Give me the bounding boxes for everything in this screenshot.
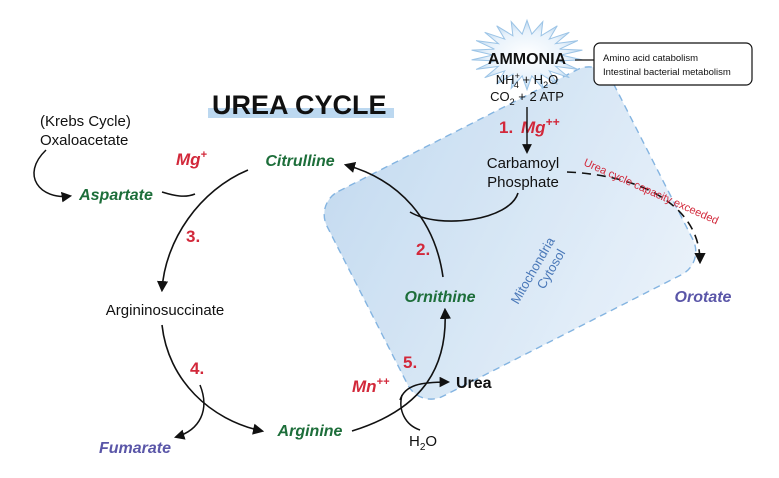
step-4-label: 4. bbox=[190, 359, 204, 378]
arginine-label: Arginine bbox=[277, 423, 343, 440]
step-3-label: 3. bbox=[186, 227, 200, 246]
argininosuccinate-label: Argininosuccinate bbox=[106, 302, 224, 319]
orotate-label: Orotate bbox=[675, 289, 732, 306]
source-note-box: Amino acid catabolism Intestinal bacteri… bbox=[593, 42, 753, 86]
step-1-label: 1. bbox=[499, 118, 513, 137]
source-note-line2: Intestinal bacterial metabolism bbox=[603, 67, 731, 78]
overflow-arrow bbox=[566, 171, 706, 265]
krebs-label-1: (Krebs Cycle) bbox=[40, 113, 131, 130]
ornithine-label: Ornithine bbox=[404, 289, 475, 306]
fumarate-label: Fumarate bbox=[99, 440, 171, 457]
cycle-arcs bbox=[156, 162, 519, 435]
aspartate-label: Aspartate bbox=[78, 187, 153, 204]
ammonia-label: AMMONIA bbox=[488, 51, 567, 68]
carbamoyl-label-1: Carbamoyl bbox=[487, 155, 560, 172]
water-input-line bbox=[400, 394, 421, 431]
step-5-label: 5. bbox=[403, 353, 417, 372]
ammonia-reactants-2: CO2 + 2 ATP bbox=[490, 89, 564, 107]
carbamoyl-label-2: Phosphate bbox=[487, 174, 559, 191]
step-2-label: 2. bbox=[416, 240, 430, 259]
fumarate-arrow bbox=[173, 384, 205, 440]
water-label: H2O bbox=[409, 433, 437, 453]
oxaloacetate-to-aspartate-arrow bbox=[33, 149, 73, 203]
mitochondria-compartment bbox=[323, 66, 697, 400]
title-underline bbox=[208, 108, 394, 118]
mg-plus-cofactor: Mg+ bbox=[176, 149, 208, 169]
mn-cofactor: Mn++ bbox=[352, 376, 390, 396]
aspartate-join-line bbox=[161, 191, 196, 197]
krebs-label-2: Oxaloacetate bbox=[40, 132, 128, 149]
ammonia-starburst bbox=[471, 18, 583, 92]
ammonia-reactants-1: NH+4 + H2O bbox=[496, 71, 558, 90]
urea-label: Urea bbox=[456, 375, 492, 392]
source-note-line1: Amino acid catabolism bbox=[603, 53, 698, 64]
page-title: UREA CYCLE bbox=[212, 90, 387, 120]
citrulline-label: Citrulline bbox=[265, 153, 334, 170]
